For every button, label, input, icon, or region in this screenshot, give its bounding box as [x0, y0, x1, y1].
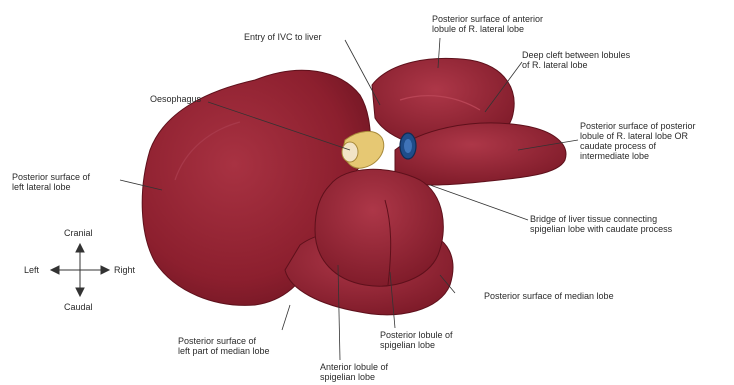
label-posterior-anterior-lobule: Posterior surface of anterior lobule of … — [432, 14, 543, 34]
label-left-lateral-lobe: Posterior surface of left lateral lobe — [12, 172, 90, 192]
label-left-median-lobe: Posterior surface of left part of median… — [178, 336, 270, 356]
label-median-lobe: Posterior surface of median lobe — [484, 291, 614, 301]
label-posterior-posterior-lobule: Posterior surface of posterior lobule of… — [580, 121, 696, 161]
label-anterior-spigelian: Anterior lobule of spigelian lobe — [320, 362, 388, 382]
spigelian-lobe — [315, 169, 443, 286]
ivc-lumen — [404, 139, 412, 153]
orientation-compass — [51, 244, 109, 296]
compass-right: Right — [114, 265, 135, 275]
label-posterior-spigelian: Posterior lobule of spigelian lobe — [380, 330, 453, 350]
oesophagus-opening — [342, 142, 358, 162]
label-oesophagus: Oesophagus — [150, 94, 201, 104]
compass-cranial: Cranial — [64, 228, 93, 238]
label-ivc-entry: Entry of IVC to liver — [244, 32, 322, 42]
compass-left: Left — [24, 265, 39, 275]
compass-caudal: Caudal — [64, 302, 93, 312]
label-bridge: Bridge of liver tissue connecting spigel… — [530, 214, 672, 234]
label-deep-cleft: Deep cleft between lobules of R. lateral… — [522, 50, 630, 70]
